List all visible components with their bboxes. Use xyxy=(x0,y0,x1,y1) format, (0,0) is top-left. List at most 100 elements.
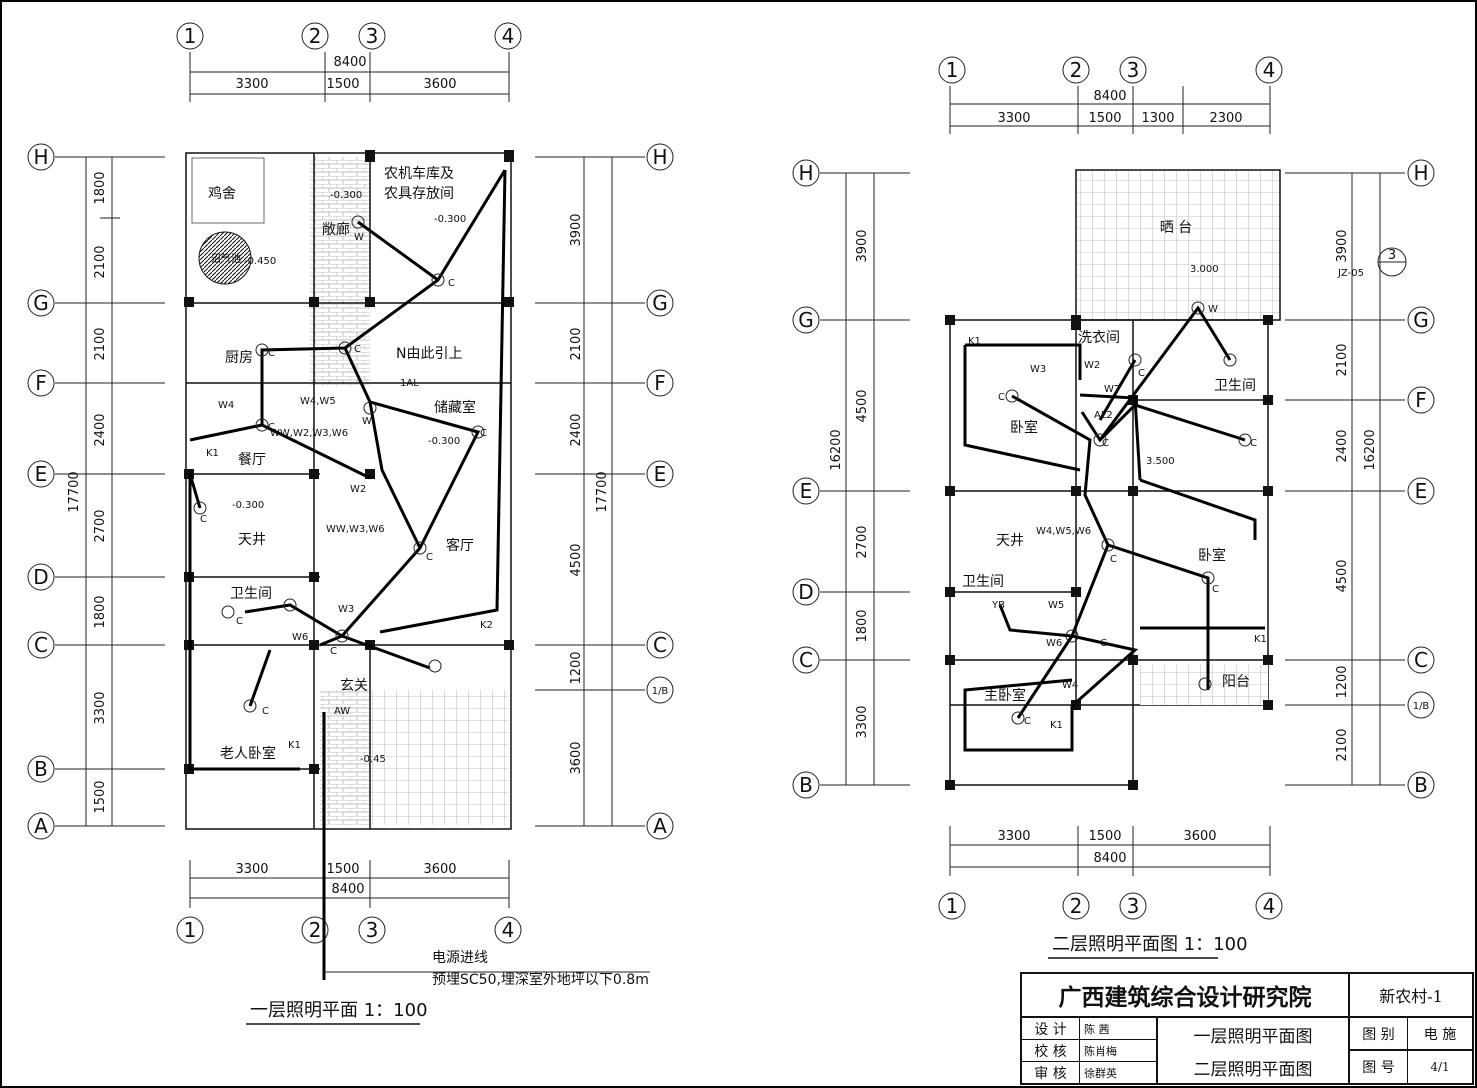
svg-text:2: 2 xyxy=(309,918,322,942)
p1-tags: W W4 W4,W5 W 1AL K1 WW,W2,W3,W6 W2 WW,W3… xyxy=(200,232,493,751)
room-chicken-coop: 鸡舍 xyxy=(208,185,236,202)
category-label: 图 别 xyxy=(1350,1018,1408,1051)
svg-text:H: H xyxy=(798,161,813,185)
room-drying-terrace: 晒 台 xyxy=(1160,220,1192,236)
svg-text:C: C xyxy=(1414,648,1428,672)
svg-text:C: C xyxy=(1102,438,1109,449)
svg-text:-0.450: -0.450 xyxy=(244,256,276,267)
svg-text:3: 3 xyxy=(1127,894,1140,918)
svg-text:1300: 1300 xyxy=(1141,111,1174,126)
svg-text:1800: 1800 xyxy=(93,171,108,204)
svg-text:8400: 8400 xyxy=(331,882,364,897)
room-veranda: 敞廊 xyxy=(322,221,350,238)
svg-text:H: H xyxy=(652,145,667,169)
svg-text:1800: 1800 xyxy=(855,609,870,642)
room-garage-1: 农机车库及 xyxy=(384,165,454,182)
svg-text:C: C xyxy=(1100,638,1107,649)
room-courtyard: 天井 xyxy=(238,532,266,548)
svg-text:C: C xyxy=(448,278,455,289)
svg-text:2400: 2400 xyxy=(93,413,108,446)
svg-text:2400: 2400 xyxy=(1335,429,1350,462)
p2-tags: K1 W W3 W2 W7 AL2 W4,W5,W6 W5 W6 W4 K1 K… xyxy=(968,304,1267,731)
svg-text:3300: 3300 xyxy=(997,111,1030,126)
room-dining: 餐厅 xyxy=(238,452,266,468)
p1-bottom-axis-bubbles: 1 2 3 4 xyxy=(176,916,522,944)
svg-text:C: C xyxy=(1110,554,1117,565)
p1-room-labels: 鸡舍 沼气池 敞廊 农机车库及 农具存放间 厨房 N由此引上 储藏室 餐厅 天井… xyxy=(208,165,476,762)
svg-text:K1: K1 xyxy=(1050,720,1063,731)
svg-text:4: 4 xyxy=(1263,894,1276,918)
svg-text:W6: W6 xyxy=(292,632,308,643)
room-balcony: 阳台 xyxy=(1222,674,1250,690)
svg-text:C: C xyxy=(268,348,275,359)
svg-text:G: G xyxy=(652,291,668,315)
svg-text:K1: K1 xyxy=(1254,634,1267,645)
room-foyer: 玄关 xyxy=(340,677,368,694)
p2-room-labels: 晒 台 洗衣间 卫生间 卧室 天井 卫生间 卧室 主卧室 阳台 xyxy=(962,220,1256,704)
svg-text:1500: 1500 xyxy=(93,780,108,813)
room-elder-bedroom: 老人卧室 xyxy=(220,745,276,762)
ground-floor-plan: 8400 3300 1500 3600 1 2 3 4 3300 1500 36… xyxy=(27,22,674,1025)
svg-text:8400: 8400 xyxy=(1093,851,1126,866)
svg-text:2100: 2100 xyxy=(93,245,108,278)
institute-name: 广西建筑综合设计研究院 xyxy=(1022,974,1350,1018)
p1-bottom-dimensions: 3300 1500 3600 8400 xyxy=(189,860,510,908)
p2-walls xyxy=(949,169,1281,786)
category-value: 电 施 xyxy=(1408,1018,1472,1051)
room-laundry: 洗衣间 xyxy=(1078,330,1120,346)
svg-text:W4,W5: W4,W5 xyxy=(300,396,336,407)
svg-text:AW: AW xyxy=(334,706,350,717)
svg-text:W: W xyxy=(362,416,372,427)
svg-text:3: 3 xyxy=(366,24,379,48)
svg-text:C: C xyxy=(200,514,207,525)
p2-right-axis: 3900 2100 2400 4500 1200 2100 16200 H G … xyxy=(1285,159,1435,799)
svg-text:D: D xyxy=(798,580,813,604)
room-courtyard-2: 天井 xyxy=(996,533,1024,549)
svg-text:1200: 1200 xyxy=(569,651,584,684)
svg-text:3600: 3600 xyxy=(1183,829,1216,844)
svg-text:2: 2 xyxy=(1070,58,1083,82)
svg-text:2: 2 xyxy=(309,24,322,48)
p2-bottom-dimensions: 3300 1500 3600 8400 xyxy=(949,826,1271,876)
svg-text:E: E xyxy=(35,462,48,486)
svg-text:C: C xyxy=(1024,716,1031,727)
number-label: 图 号 xyxy=(1350,1051,1408,1083)
room-garage-2: 农具存放间 xyxy=(384,186,454,202)
drawing-name-1: 一层照明平面图 xyxy=(1158,1018,1350,1051)
svg-text:W7: W7 xyxy=(1104,384,1120,395)
number-value: 4/1 xyxy=(1430,1060,1450,1074)
p1-top-dim-1: 3300 xyxy=(235,77,268,92)
svg-text:1: 1 xyxy=(946,58,959,82)
svg-text:1: 1 xyxy=(946,894,959,918)
power-note-2: 预埋SC50,埋深室外地坪以下0.8m xyxy=(432,971,649,988)
svg-text:3.500: 3.500 xyxy=(1146,456,1175,467)
svg-text:WW,W3,W6: WW,W3,W6 xyxy=(326,524,385,535)
svg-text:-0.300: -0.300 xyxy=(232,500,264,511)
svg-text:B: B xyxy=(34,757,48,781)
name-review: 徐群英 xyxy=(1080,1062,1158,1083)
svg-text:K1: K1 xyxy=(206,448,219,459)
detail-ref-number: 3 xyxy=(1388,248,1396,263)
svg-text:8400: 8400 xyxy=(1093,89,1126,104)
svg-text:W3: W3 xyxy=(338,604,354,615)
svg-text:2100: 2100 xyxy=(93,327,108,360)
svg-text:C: C xyxy=(34,633,48,657)
svg-text:3: 3 xyxy=(366,918,379,942)
svg-text:4: 4 xyxy=(502,918,515,942)
svg-text:W4: W4 xyxy=(1062,680,1078,691)
p2-top-dimensions: 8400 3300 1500 1300 2300 xyxy=(949,86,1271,134)
room-storage: 储藏室 xyxy=(434,399,476,416)
svg-text:E: E xyxy=(1415,479,1428,503)
svg-text:1500: 1500 xyxy=(1088,111,1121,126)
p2-levels: 3.000 3.500 xyxy=(1146,264,1219,467)
riser-note: N由此引上 xyxy=(396,346,462,362)
p1-left-axis: 1800 2100 2100 2400 2700 1800 3300 1500 … xyxy=(27,143,165,840)
svg-text:C: C xyxy=(268,422,275,433)
svg-text:16200: 16200 xyxy=(1363,429,1378,470)
svg-text:2400: 2400 xyxy=(569,413,584,446)
svg-text:2100: 2100 xyxy=(569,327,584,360)
p2-bottom-axis-bubbles: 1 2 3 4 xyxy=(938,892,1283,920)
p1-top-total: 8400 xyxy=(333,55,366,70)
name-design: 陈 茜 xyxy=(1080,1018,1158,1040)
